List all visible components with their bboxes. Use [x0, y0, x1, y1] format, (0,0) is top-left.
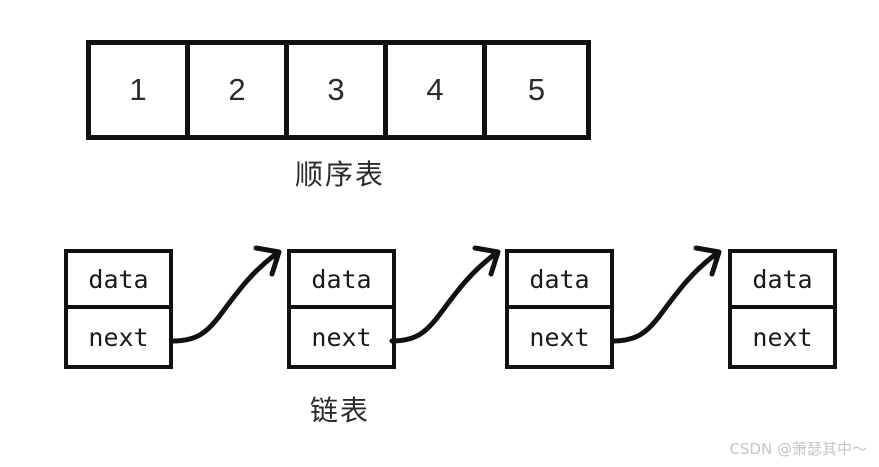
node-data-field: data [509, 253, 610, 309]
node-data-field: data [68, 253, 169, 309]
array-cell: 4 [388, 45, 487, 135]
node-next-field: next [509, 309, 610, 365]
array-cell: 2 [190, 45, 289, 135]
node-next-field: next [732, 309, 833, 365]
watermark: CSDN @萧瑟其中～ [729, 440, 867, 458]
node-data-field: data [291, 253, 392, 309]
next-pointer-arrow-icon [389, 245, 501, 344]
array-cell: 3 [289, 45, 388, 135]
linked-list-caption: 链表 [309, 394, 370, 427]
sequential-list-caption: 顺序表 [294, 158, 385, 191]
node-next-field: next [68, 309, 169, 365]
next-pointer-arrow-icon [610, 245, 722, 344]
linked-list-node: data next [505, 249, 614, 369]
linked-list-node: data next [64, 249, 173, 369]
node-data-field: data [732, 253, 833, 309]
array-cell: 1 [91, 45, 190, 135]
node-next-field: next [291, 309, 392, 365]
linked-list-node: data next [287, 249, 396, 369]
linked-list-node: data next [728, 249, 837, 369]
sequential-list: 1 2 3 4 5 [86, 40, 591, 140]
next-pointer-arrow-icon [170, 245, 282, 344]
array-cell: 5 [487, 45, 586, 135]
